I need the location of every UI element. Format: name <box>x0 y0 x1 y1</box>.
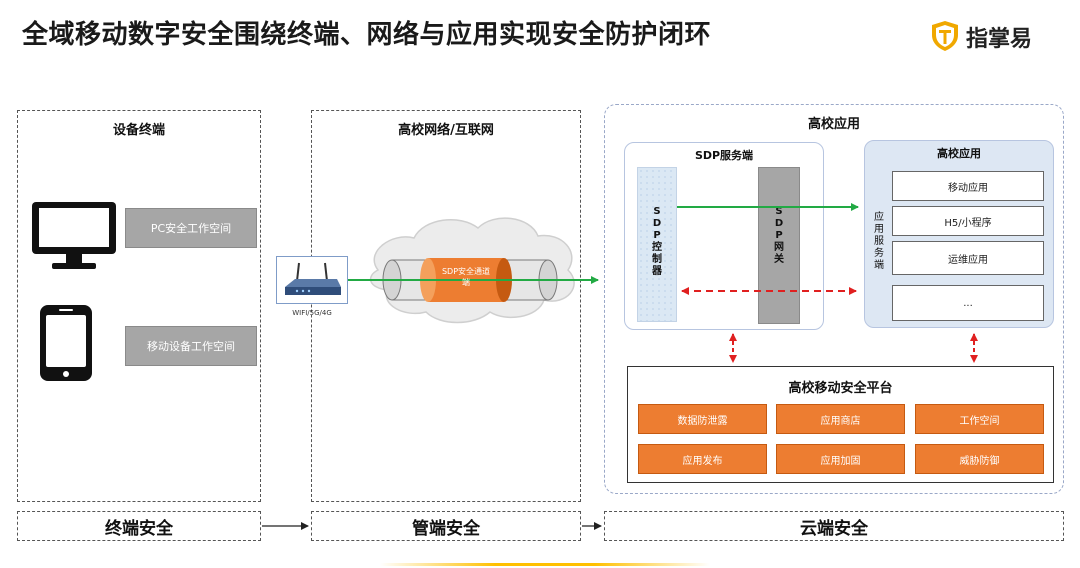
logo-text: 指掌易 <box>966 27 1033 52</box>
platform-module-threat: 威胁防御 <box>915 444 1044 474</box>
phone-icon <box>40 305 92 381</box>
brand-logo: 指掌易 <box>930 18 1050 54</box>
platform-module-hardening: 应用加固 <box>776 444 905 474</box>
app-item-mobile: 移动应用 <box>892 171 1044 201</box>
campus-apps-title: 高校应用 <box>937 147 981 160</box>
platform-module-publish: 应用发布 <box>638 444 767 474</box>
gateway-char: S <box>775 206 783 217</box>
shield-logo-icon <box>932 21 958 51</box>
app-server-label: 应 用 服 务 端 <box>870 212 888 272</box>
monitor-icon <box>32 202 116 269</box>
tunnel-label-line2: 端 <box>462 278 470 287</box>
controller-char: 控 <box>652 242 662 253</box>
mobile-workspace-box: 移动设备工作空间 <box>125 326 257 366</box>
app-server-char: 端 <box>874 260 884 271</box>
platform-module-workspace: 工作空间 <box>915 404 1044 434</box>
controller-char: 器 <box>652 266 662 277</box>
cloud-zone: 高校应用 <box>604 104 1064 494</box>
app-server-char: 应 <box>874 212 884 223</box>
sdp-gateway: S D P 网 关 <box>758 167 800 324</box>
decorative-bar <box>380 563 710 566</box>
tunnel-label: SDP安全通道 端 <box>430 266 502 288</box>
gateway-char: D <box>774 218 784 229</box>
sdp-controller: S D P 控 制 器 <box>637 167 677 322</box>
controller-char: S <box>653 206 661 217</box>
app-item-h5: H5/小程序 <box>892 206 1044 236</box>
network-panel-title: 高校网络/互联网 <box>398 123 494 138</box>
controller-char: 制 <box>652 254 662 265</box>
app-server-char: 服 <box>874 236 884 247</box>
gateway-char: 网 <box>774 242 784 253</box>
router-label: WIFI/5G/4G <box>292 309 332 317</box>
router-icon <box>285 262 341 295</box>
sdp-server-title: SDP服务端 <box>694 149 754 162</box>
page-title: 全域移动数字安全围绕终端、网络与应用实现安全防护闭环 <box>22 20 712 50</box>
terminal-panel: 设备终端 <box>17 110 261 502</box>
tunnel-label-line1: SDP安全通道 <box>441 267 491 276</box>
controller-char: D <box>652 218 662 229</box>
app-item-ops: 运维应用 <box>892 241 1044 275</box>
platform-module-appstore: 应用商店 <box>776 404 905 434</box>
controller-char: P <box>653 230 661 241</box>
cloud-zone-title: 高校应用 <box>807 117 860 132</box>
gateway-char: 关 <box>774 254 784 265</box>
app-server-char: 务 <box>874 248 884 259</box>
security-platform-title: 高校移动安全平台 <box>788 381 893 396</box>
footer-terminal-security: 终端安全 <box>17 511 261 541</box>
pc-workspace-box: PC安全工作空间 <box>125 208 257 248</box>
router-box <box>276 256 348 304</box>
app-item-more: ... <box>892 285 1044 321</box>
footer-network-security: 管端安全 <box>311 511 581 541</box>
app-server-char: 用 <box>874 224 884 235</box>
footer-cloud-security: 云端安全 <box>604 511 1064 541</box>
platform-module-dlp: 数据防泄露 <box>638 404 767 434</box>
gateway-char: P <box>775 230 783 241</box>
terminal-panel-title: 设备终端 <box>112 123 165 138</box>
